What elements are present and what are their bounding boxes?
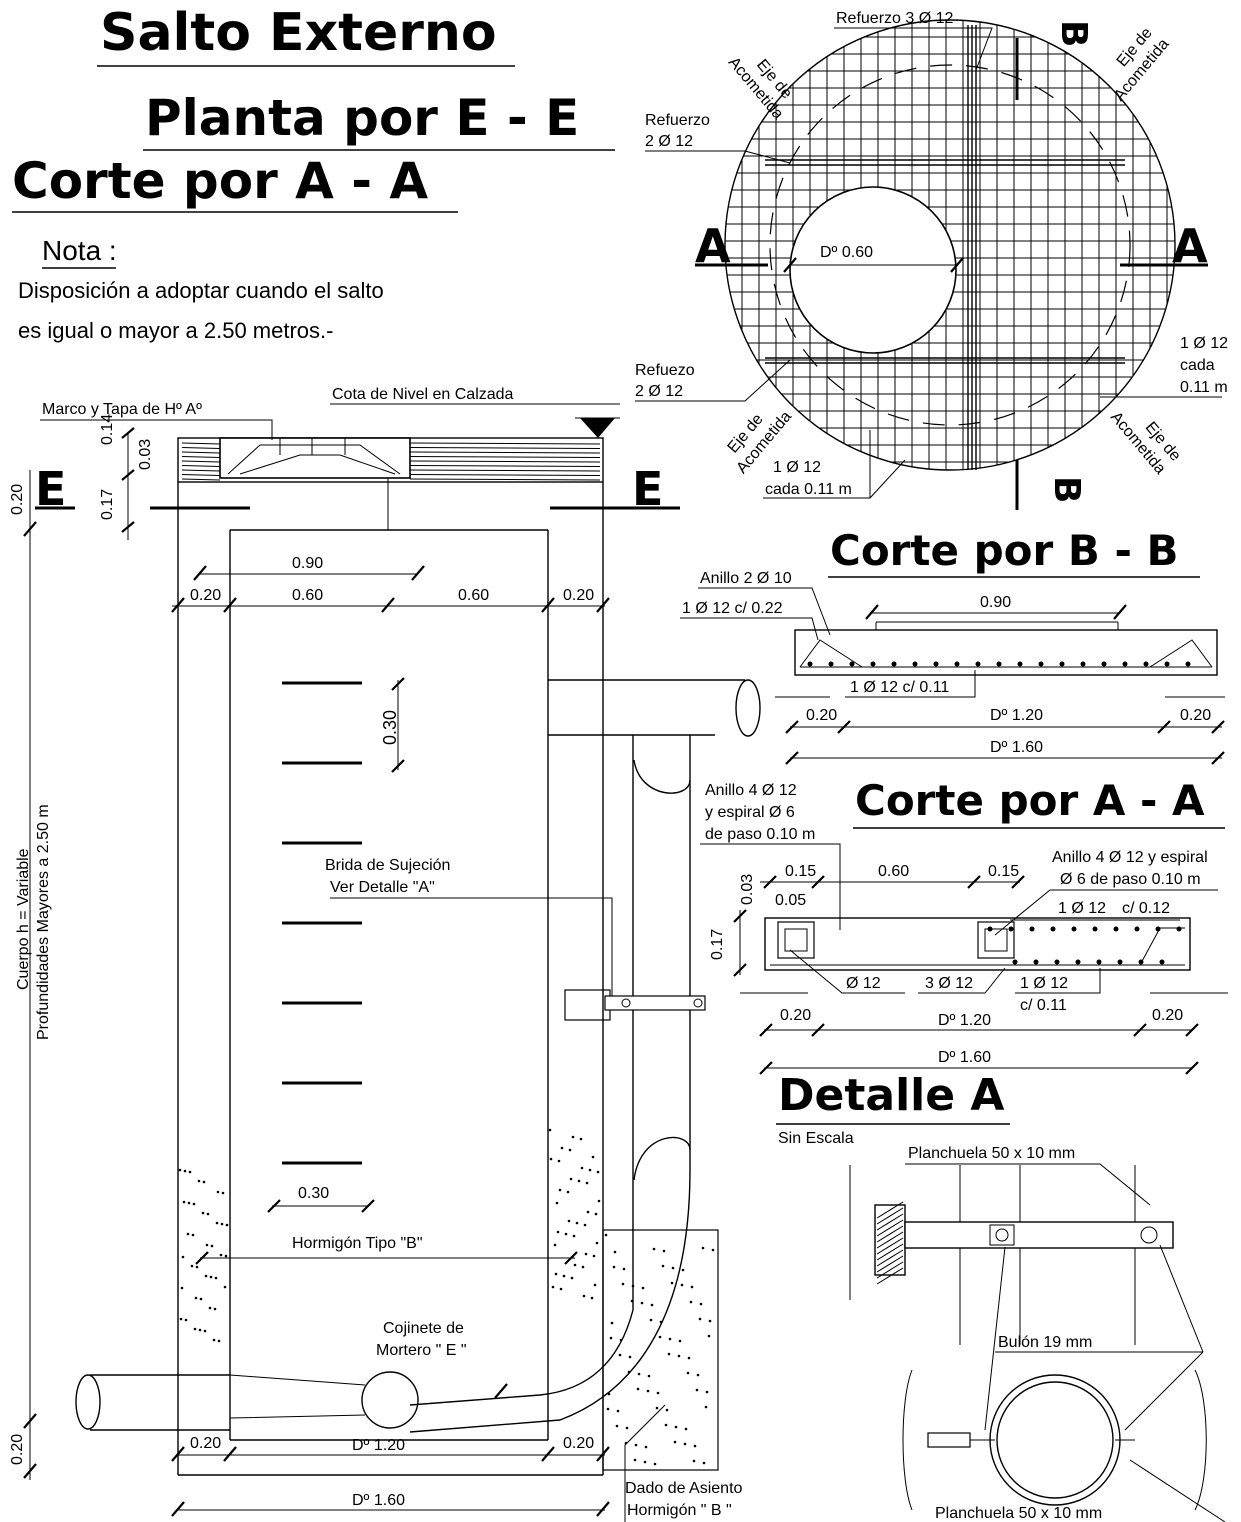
- aa-bar-top: 1 Ø 12: [1058, 900, 1106, 917]
- marker-b-bottom: B: [1046, 476, 1087, 503]
- label-sin-escala: Sin Escala: [778, 1130, 854, 1147]
- dim-bot-020-r: 0.20: [563, 1435, 594, 1452]
- dado-asiento: [602, 1229, 719, 1471]
- label-brida-1: Brida de Sujeción: [325, 857, 450, 874]
- aa-anillo-l-3: de paso 0.10 m: [705, 826, 815, 843]
- corte-a-a-small: Corte por A - A Anillo 4 Ø 12 y espiral …: [700, 776, 1228, 1075]
- aa-d120: Dº 1.20: [938, 1012, 991, 1029]
- aa-anillo-r-2: Ø 6 de paso 0.10 m: [1060, 871, 1201, 888]
- dim-090: 0.90: [292, 555, 323, 572]
- plan-refuerzo-left-top-1: Refuerzo: [645, 112, 710, 129]
- label-bulon: Bulón 19 mm: [998, 1334, 1092, 1351]
- dim-017: 0.17: [99, 489, 116, 520]
- plan-refuerzo-left-bot-1: Refuezo: [635, 362, 695, 379]
- detalle-a: Detalle A Sin Escala Planchuela 50 x 10 …: [776, 1070, 1226, 1522]
- label-profundidades: Profundidades Mayores a 2.50 m: [35, 804, 52, 1040]
- marco-tapa: [219, 437, 411, 479]
- detail-pipe-outer: [989, 1374, 1121, 1506]
- aa-bar-bottom-1: 1 Ø 12: [1020, 975, 1068, 992]
- plan-bar-bottom-1: 1 Ø 12: [773, 459, 821, 476]
- bb-d020-l: 0.20: [806, 707, 837, 724]
- plan-refuerzo-top: Refuerzo 3 Ø 12: [836, 10, 954, 27]
- dim-060-r: 0.60: [458, 587, 489, 604]
- plan-bar-bottom-2: cada 0.11 m: [765, 481, 852, 498]
- title-salto-externo: Salto Externo: [100, 3, 497, 63]
- dim-bot-d160: Dº 1.60: [352, 1492, 405, 1509]
- label-cuerpo: Cuerpo h = Variable: [15, 848, 32, 990]
- title-detalle-a: Detalle A: [778, 1070, 1004, 1121]
- bb-bar-top: 1 Ø 12 c/ 0.22: [682, 600, 783, 617]
- aa-bar-top-c: c/ 0.12: [1122, 900, 1170, 917]
- dim-020-top: 0.20: [9, 484, 26, 515]
- nota-block: Nota : Disposición a adoptar cuando el s…: [18, 235, 384, 343]
- label-dado-2: Hormigón " B ": [627, 1502, 732, 1519]
- dim-bot-d120: Dº 1.20: [352, 1437, 405, 1454]
- nota-line-1: Disposición a adoptar cuando el salto: [18, 278, 384, 303]
- plan-refuerzo-left-top-2: 2 Ø 12: [645, 133, 693, 150]
- aa-anillo-l-2: y espiral Ø 6: [705, 804, 795, 821]
- aa-d020-r: 0.20: [1152, 1007, 1183, 1024]
- aa-bar-bottom-2: c/ 0.11: [1020, 997, 1067, 1014]
- nota-heading: Nota :: [42, 235, 117, 266]
- bb-d020-r: 0.20: [1180, 707, 1211, 724]
- bb-d160: Dº 1.60: [990, 739, 1043, 756]
- aa-d015-l: 0.15: [785, 863, 816, 880]
- main-section: Marco y Tapa de Hº Aº Cota de Nivel en C…: [9, 386, 761, 1522]
- aa-anillo-r-1: Anillo 4 Ø 12 y espiral: [1052, 849, 1208, 866]
- aa-phi12: Ø 12: [846, 975, 881, 992]
- aa-anillo-l-1: Anillo 4 Ø 12: [705, 782, 797, 799]
- dim-014: 0.14: [99, 414, 116, 445]
- dim-003: 0.03: [137, 439, 154, 470]
- pipe-bottom-circle: [361, 1371, 419, 1429]
- bb-bar-bottom: 1 Ø 12 c/ 0.11: [850, 679, 949, 696]
- marker-b-top: B: [1053, 20, 1094, 47]
- outer-wall-circle: [724, 19, 1176, 471]
- aa-d005: 0.05: [775, 892, 806, 909]
- plan-view: Dº 0.60 Refuerzo 3 Ø 12 Refuerzo 2 Ø 12 …: [635, 10, 1228, 510]
- plan-refuerzo-left-bot-2: 2 Ø 12: [635, 383, 683, 400]
- label-marco-tapa: Marco y Tapa de Hº Aº: [42, 401, 202, 418]
- plan-bar-right-3: 0.11 m: [1180, 379, 1228, 396]
- opening-circle: [789, 186, 957, 354]
- label-cota-nivel: Cota de Nivel en Calzada: [332, 386, 514, 403]
- aa-three-phi12: 3 Ø 12: [925, 975, 973, 992]
- label-brida-2: Ver Detalle "A": [330, 879, 435, 896]
- aa-d060: 0.60: [878, 863, 909, 880]
- corte-b-b: Corte por B - B Anillo 2 Ø 10 1 Ø 12 c/ …: [680, 526, 1225, 765]
- label-dado-1: Dado de Asiento: [625, 1480, 743, 1497]
- plan-bar-right-1: 1 Ø 12: [1180, 335, 1228, 352]
- bb-anillo: Anillo 2 Ø 10: [700, 570, 792, 587]
- dim-020-l: 0.20: [190, 587, 221, 604]
- label-planchuela-top: Planchuela 50 x 10 mm: [908, 1145, 1075, 1162]
- plan-bar-right-2: cada: [1180, 357, 1215, 374]
- label-hormigon-b: Hormigón Tipo "B": [292, 1235, 423, 1252]
- dim-060-l: 0.60: [292, 587, 323, 604]
- dim-bot-020-l: 0.20: [190, 1435, 221, 1452]
- ring-dashed-circle: [769, 64, 1131, 426]
- title-corte-a-a-small: Corte por A - A: [855, 776, 1205, 825]
- dim-step-spacing: 0.30: [380, 710, 400, 745]
- bb-d120: Dº 1.20: [990, 707, 1043, 724]
- dim-bot-020-side: 0.20: [9, 1434, 26, 1465]
- dim-020-r: 0.20: [563, 587, 594, 604]
- title-corte-b-b: Corte por B - B: [830, 526, 1179, 575]
- plan-diameter-label: Dº 0.60: [820, 244, 873, 261]
- aa-d160: Dº 1.60: [938, 1049, 991, 1066]
- aa-d003: 0.03: [739, 874, 756, 905]
- dim-step-width: 0.30: [298, 1185, 329, 1202]
- label-cojinete-2: Mortero " E ": [376, 1342, 467, 1359]
- aa-d015-r: 0.15: [988, 863, 1019, 880]
- title-planta-e-e: Planta por E - E: [145, 89, 579, 147]
- bb-d090: 0.90: [980, 594, 1011, 611]
- title-corte-a-a: Corte por A - A: [12, 152, 428, 210]
- nota-line-2: es igual o mayor a 2.50 metros.-: [18, 318, 333, 343]
- label-planchuela-bottom: Planchuela 50 x 10 mm: [935, 1505, 1102, 1522]
- detail-pipe-inner: [996, 1381, 1114, 1499]
- aa-d020-l: 0.20: [780, 1007, 811, 1024]
- aa-d017: 0.17: [709, 929, 726, 960]
- title-block: Salto Externo Planta por E - E Corte por…: [12, 3, 615, 213]
- label-cojinete-1: Cojinete de: [383, 1320, 464, 1337]
